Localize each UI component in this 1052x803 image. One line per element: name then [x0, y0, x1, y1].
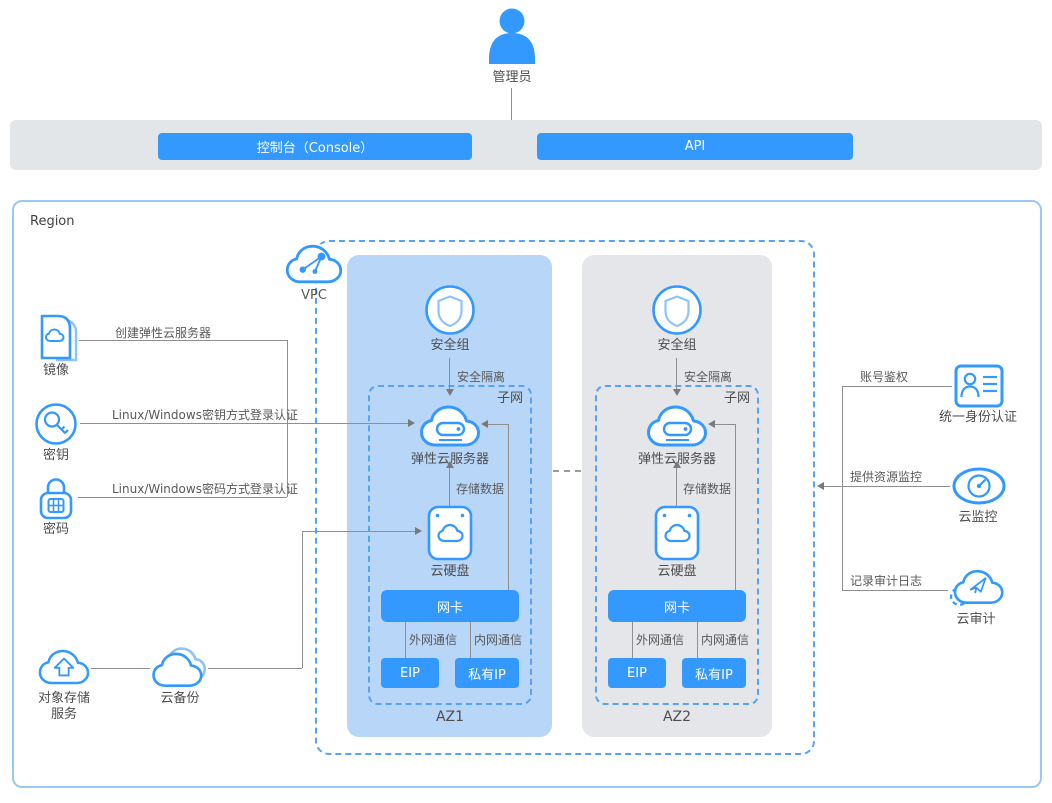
iam-label: 统一身份认证: [938, 410, 1017, 425]
nic-bar: 网卡: [608, 590, 746, 622]
evs-label: 云硬盘: [657, 564, 697, 579]
connector-line: [80, 423, 410, 424]
link-audit-log-label: 记录审计日志: [850, 574, 923, 588]
ecs-icon: [418, 398, 482, 450]
az1-subnet-box: [368, 385, 532, 705]
console-button[interactable]: 控制台（Console）: [158, 133, 472, 160]
connector-line: [697, 622, 698, 658]
connector-line: [511, 88, 512, 120]
arrowhead: [673, 389, 681, 396]
cbr-label: 云备份: [160, 691, 200, 706]
evs-label: 云硬盘: [430, 564, 470, 579]
connector-line: [676, 466, 677, 508]
connector-line: [470, 622, 471, 658]
az2-box: [582, 255, 772, 737]
connector-line: [449, 466, 450, 508]
subnet-label: 子网: [496, 391, 523, 406]
connector-line: [824, 486, 950, 487]
image-icon: [36, 314, 80, 364]
external-comm-label: 外网通信: [409, 633, 458, 647]
evs-icon: [654, 505, 700, 561]
ecs-icon: [645, 398, 709, 450]
cts-icon: [948, 562, 1004, 610]
iam-icon: [954, 364, 1004, 408]
connector-line: [676, 358, 677, 390]
connector-line: [632, 622, 633, 658]
az2-label: AZ2: [662, 709, 692, 725]
eip-button: EIP: [381, 658, 439, 688]
vpc-box: [315, 240, 815, 755]
keypair-label: 密钥: [42, 448, 69, 463]
security-isolation-label: 安全隔离: [684, 370, 733, 384]
connector-line: [287, 340, 288, 497]
security-group-icon: [651, 284, 703, 336]
vpc-icon: [284, 241, 344, 287]
connector-line: [842, 386, 952, 387]
az-link-dashed-line: [553, 470, 581, 472]
eip-button: EIP: [608, 658, 666, 688]
security-group-icon: [424, 284, 476, 336]
connector-line: [208, 668, 302, 669]
security-group-label: 安全组: [430, 338, 470, 353]
obs-label: 对象存储 服务: [37, 691, 90, 723]
subnet-label: 子网: [723, 391, 750, 406]
cloud-eye-label: 云监控: [958, 510, 998, 525]
connector-line: [487, 424, 508, 425]
connector-line: [405, 622, 406, 658]
api-button[interactable]: API: [537, 133, 853, 160]
connector-line: [449, 358, 450, 390]
arrowhead: [481, 420, 488, 428]
arrowhead: [446, 461, 454, 468]
security-isolation-label: 安全隔离: [457, 370, 506, 384]
link-create-ecs-label: 创建弹性云服务器: [115, 326, 212, 340]
link-password-login-label: Linux/Windows密码方式登录认证: [112, 482, 298, 496]
connector-line: [91, 668, 150, 669]
security-group-label: 安全组: [657, 338, 697, 353]
arrowhead: [817, 482, 824, 490]
admin-label: 管理员: [492, 70, 532, 85]
connector-line: [735, 424, 736, 590]
internal-comm-label: 内网通信: [701, 633, 750, 647]
image-label: 镜像: [42, 363, 69, 378]
ecs-label: 弹性云服务器: [637, 452, 716, 467]
vpc-label: VPC: [301, 288, 327, 303]
nic-bar: 网卡: [381, 590, 519, 622]
region-label: Region: [30, 214, 75, 229]
connector-line: [842, 590, 948, 591]
connector-line: [508, 424, 509, 590]
link-account-auth-label: 账号鉴权: [860, 370, 909, 384]
arrowhead: [708, 420, 715, 428]
connector-line: [78, 497, 287, 498]
arrowhead: [673, 461, 681, 468]
az2-subnet-box: [595, 385, 759, 705]
storage-data-label: 存储数据: [456, 482, 505, 496]
password-label: 密码: [42, 522, 69, 537]
cts-label: 云审计: [956, 612, 996, 627]
obs-icon: [37, 645, 91, 689]
connector-line: [302, 531, 417, 532]
cloud-eye-icon: [952, 466, 1006, 506]
connector-line: [302, 531, 303, 668]
private-ip-button: 私有IP: [682, 658, 746, 688]
cbr-icon: [150, 646, 210, 690]
link-keypair-login-label: Linux/Windows密钥方式登录认证: [112, 408, 298, 422]
storage-data-label: 存储数据: [683, 482, 732, 496]
external-comm-label: 外网通信: [636, 633, 685, 647]
link-resource-monitor-label: 提供资源监控: [850, 470, 923, 484]
arrowhead: [446, 389, 454, 396]
admin-icon: [482, 6, 542, 68]
keypair-icon: [34, 402, 78, 446]
connector-line: [842, 386, 843, 590]
arrowhead: [415, 527, 422, 535]
az1-label: AZ1: [435, 709, 465, 725]
connector-line: [714, 424, 735, 425]
internal-comm-label: 内网通信: [474, 633, 523, 647]
evs-icon: [427, 505, 473, 561]
private-ip-button: 私有IP: [455, 658, 519, 688]
ecs-label: 弹性云服务器: [410, 452, 489, 467]
password-icon: [36, 474, 76, 520]
connector-line: [79, 340, 287, 341]
arrowhead: [408, 419, 415, 427]
